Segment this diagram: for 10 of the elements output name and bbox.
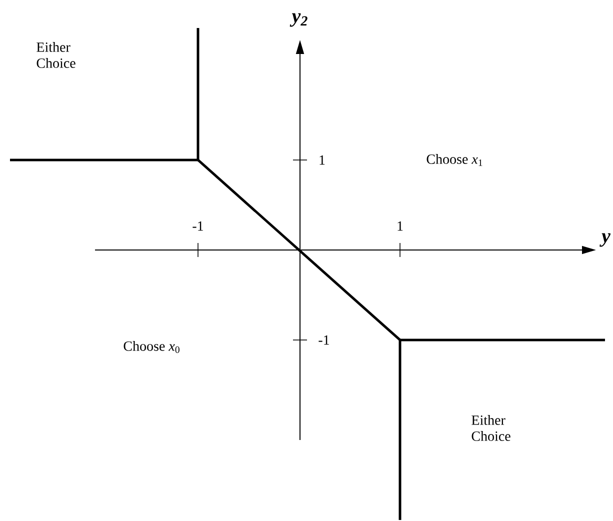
tick-label: -1 [318,335,329,345]
tick-label: 1 [320,155,325,165]
tick-label: -1 [192,221,203,231]
region-label: Choose x$_{1}$ [426,154,482,166]
region-label: Choose x$_{0}$ [124,341,180,353]
region-label: Either Choice [36,42,76,68]
axis-label: y$_{2}$ [290,13,308,27]
tick-label: 1 [398,221,403,231]
region-label: Either Choice [472,415,510,441]
axis-label: y [600,233,610,247]
